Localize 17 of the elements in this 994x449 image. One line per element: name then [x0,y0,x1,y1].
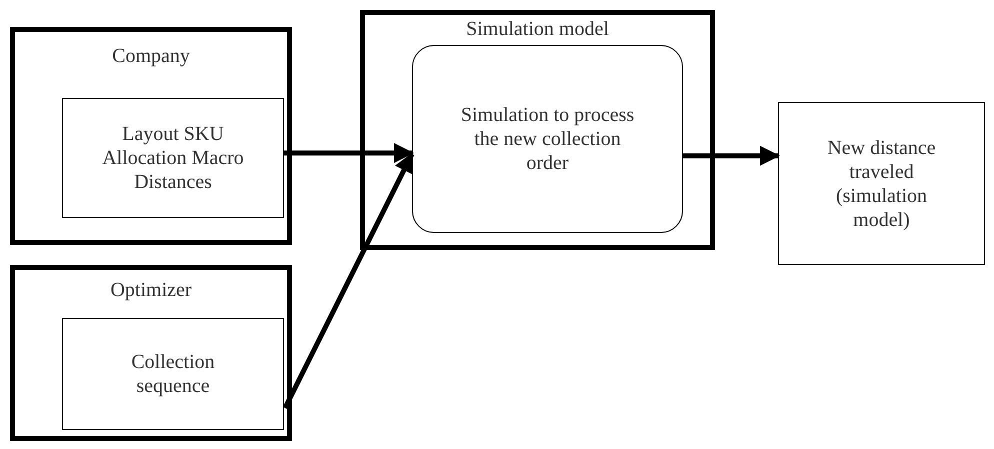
group-title: Simulation model [465,17,610,41]
node-label: Collection sequence [130,350,216,398]
process-box [62,98,284,218]
group-title: Company [111,44,191,68]
group-frame [10,27,292,245]
node-label: Simulation to process the new collection order [460,103,636,175]
process-box [62,318,284,430]
process-box [778,102,985,265]
group-frame [360,10,715,250]
process-box [412,45,683,233]
arrow [683,146,780,166]
node-label: Layout SKU Allocation Macro Distances [101,122,245,194]
arrow [282,152,414,410]
arrow [284,143,414,163]
group-frame [10,265,292,441]
node-label: New distance traveled (simulation model) [826,136,937,232]
group-title: Optimizer [109,278,193,302]
